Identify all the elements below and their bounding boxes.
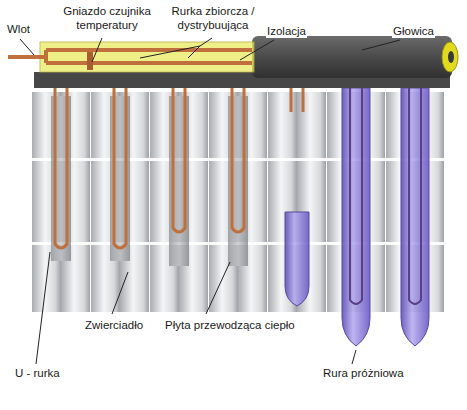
vacuum-tube xyxy=(285,88,429,346)
manifold-pipe xyxy=(8,50,252,70)
part-label: Izolacja xyxy=(266,24,307,38)
part-label: Gniazdo czujnika temperatury xyxy=(54,4,160,32)
part-label: Wlot xyxy=(6,22,31,36)
end-cap xyxy=(442,42,458,72)
manifold-head xyxy=(252,36,452,78)
part-label: Głowica xyxy=(392,24,435,38)
reflector xyxy=(32,92,444,312)
part-label: Płyta przewodząca ciepło xyxy=(164,318,296,332)
part-label: U - rurka xyxy=(14,366,61,380)
leader-line xyxy=(20,38,400,364)
heat-plate xyxy=(51,96,248,266)
part-label: Rurka zbiorcza / dystrybuująca xyxy=(162,4,264,32)
part-label: Zwierciadło xyxy=(84,318,144,332)
part-label: Rura próżniowa xyxy=(322,366,405,380)
end-cap-hole xyxy=(448,51,454,63)
u-tube xyxy=(55,86,303,248)
